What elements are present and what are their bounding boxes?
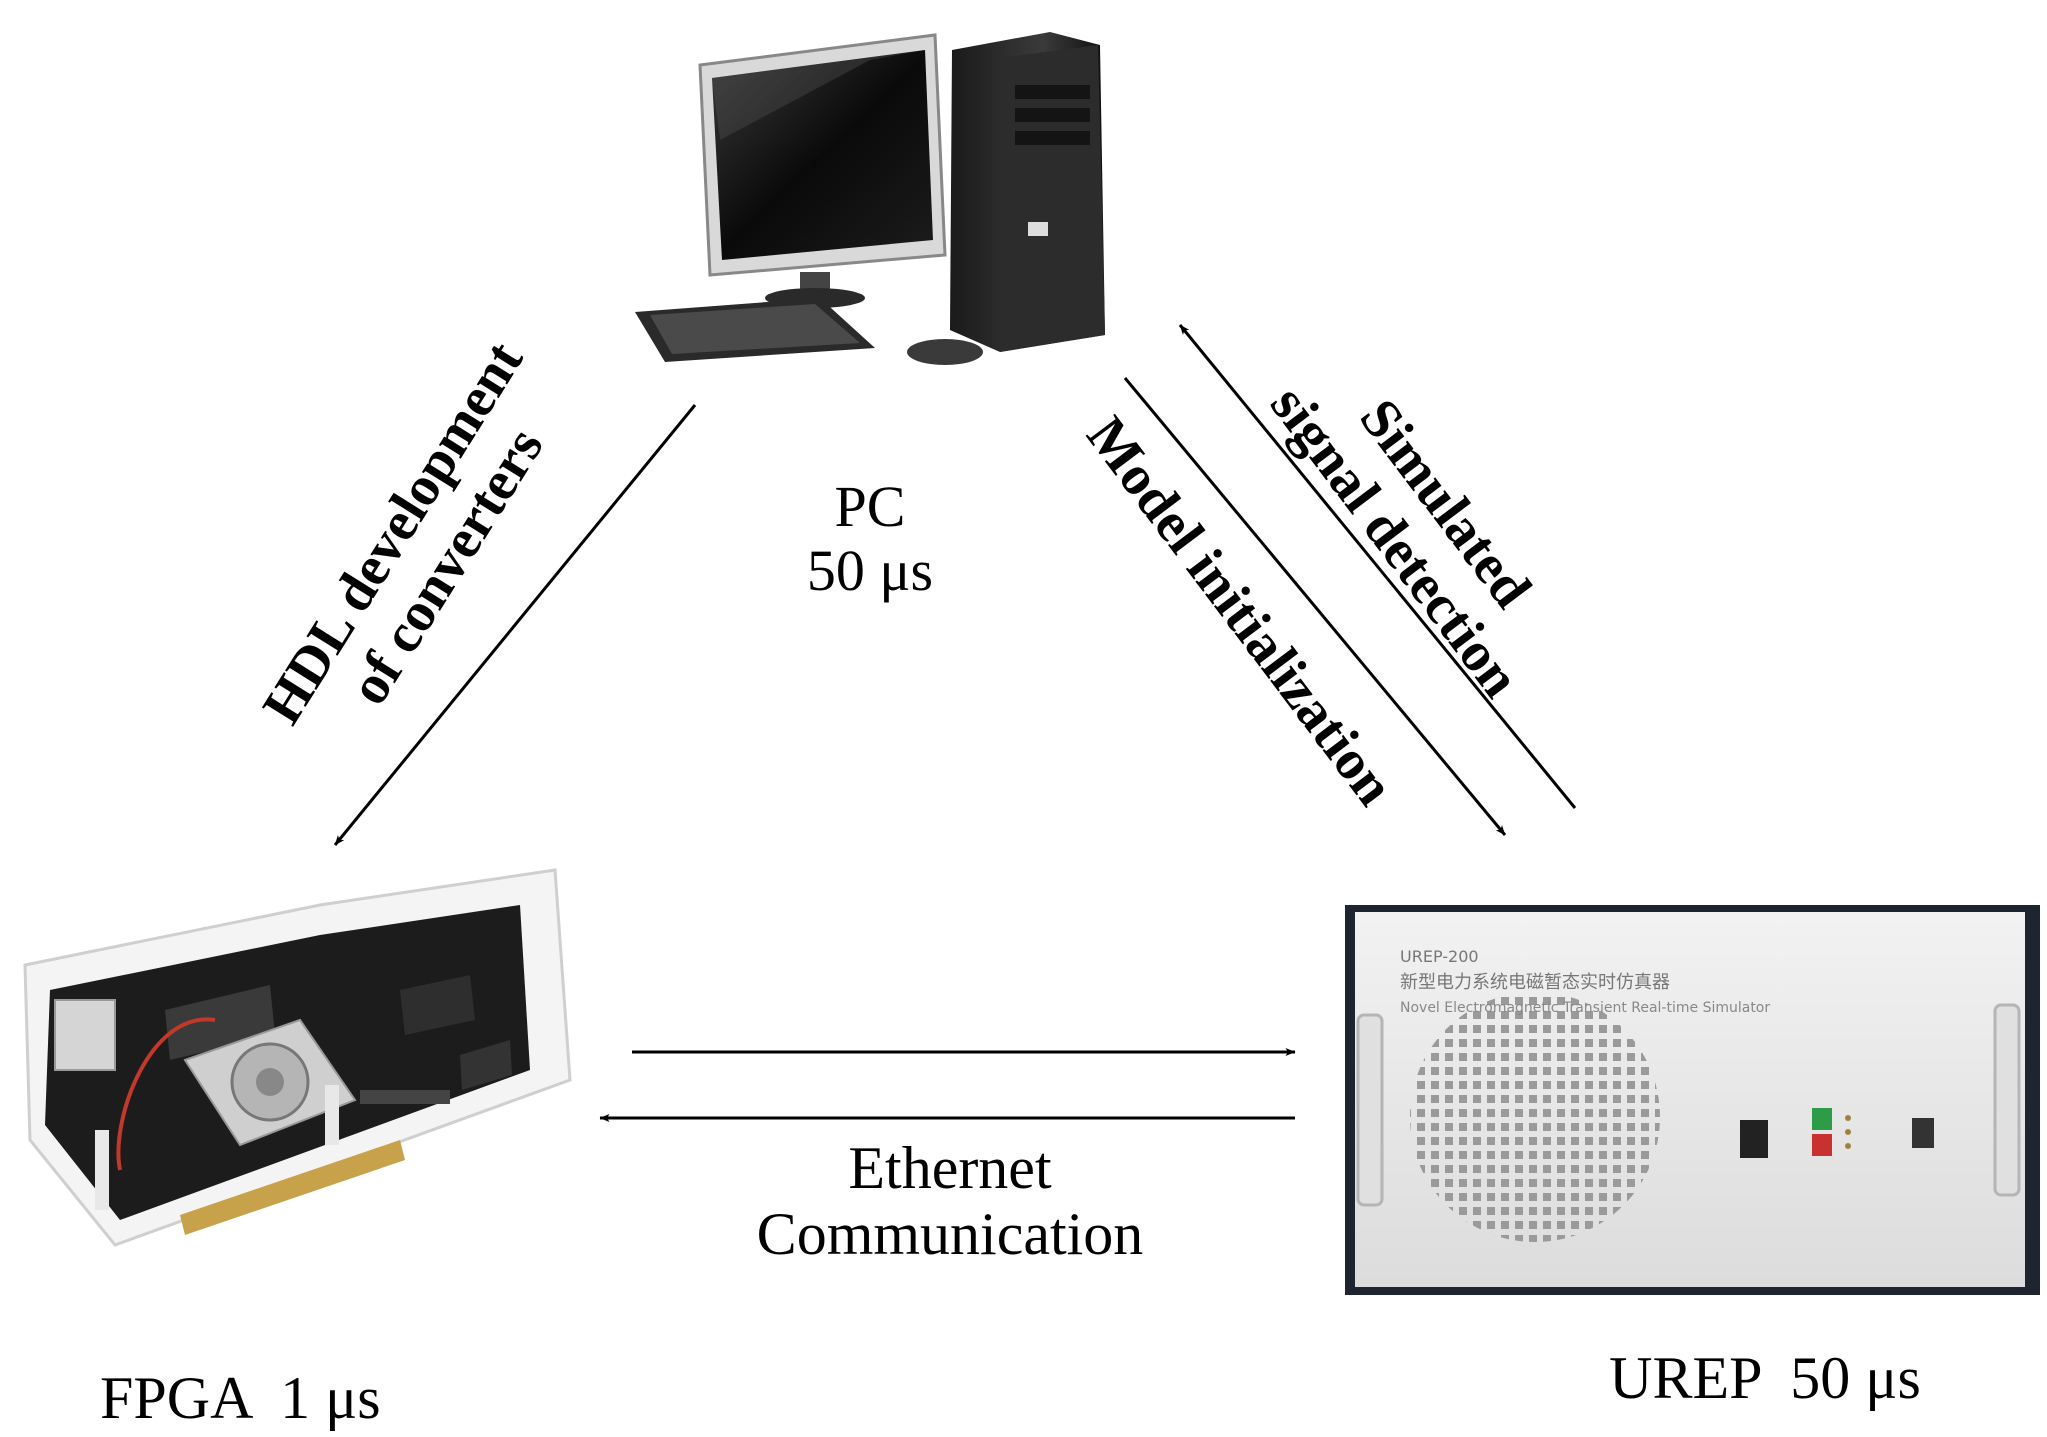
fpga-label: FPGA 1 μs	[100, 1365, 381, 1431]
desktop-computer-icon	[635, 32, 1105, 365]
urep-panel-title-en: Novel Electromagnetic Transient Real-tim…	[1400, 1000, 1770, 1016]
ethernet-label: Ethernet Communication	[700, 1135, 1200, 1267]
urep-panel-title-cn: 新型电力系统电磁暂态实时仿真器	[1400, 972, 1670, 993]
arrow-pc-to-urep	[1123, 377, 1507, 836]
ethernet-line1: Ethernet	[848, 1135, 1052, 1201]
arrows	[333, 324, 1577, 1122]
urep-device-icon: UREP-200 新型电力系统电磁暂态实时仿真器 Novel Electroma…	[1345, 905, 2040, 1295]
fpga-board-icon	[23, 868, 572, 1247]
ethernet-line2: Communication	[756, 1201, 1144, 1267]
arrow-pc-to-fpga	[333, 404, 697, 846]
pc-label: PC 50 μs	[760, 475, 980, 603]
pc-timestep: 50 μs	[806, 537, 934, 603]
urep-panel-model: UREP-200	[1400, 947, 1479, 966]
pc-name: PC	[834, 474, 906, 539]
urep-label: UREP 50 μs	[1609, 1345, 1921, 1411]
arrow-urep-to-pc	[1178, 324, 1577, 809]
